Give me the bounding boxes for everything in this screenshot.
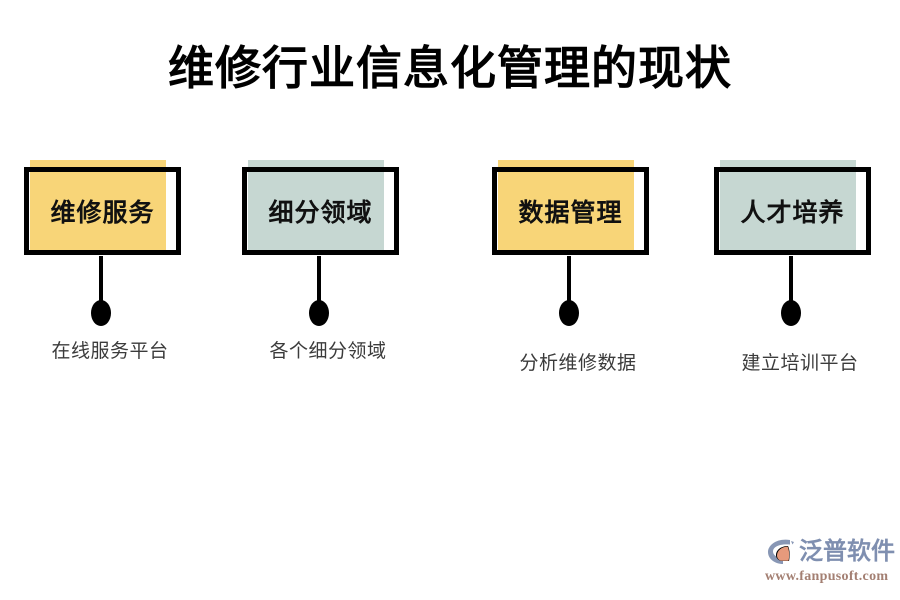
node-leaf-label-1: 在线服务平台: [51, 341, 169, 362]
watermark-brand-text: 泛普软件: [799, 537, 895, 565]
diagram-node-1: 维修服务 在线服务平台: [10, 160, 210, 362]
diagram-node-3: 数据管理 分析维修数据: [478, 160, 678, 374]
node-connector-dot-4: [781, 300, 801, 326]
node-connector-line-1: [99, 256, 103, 305]
node-box-outline-3: [492, 167, 649, 255]
page-title: 维修行业信息化管理的现状: [168, 41, 732, 95]
node-box-fill-2: [248, 160, 384, 250]
node-box-4[interactable]: 人才培养: [714, 160, 880, 256]
fanpu-swoosh-logo-icon: [765, 535, 797, 567]
diagram-node-4: 人才培养 建立培训平台: [700, 160, 900, 374]
node-connector-line-2: [317, 256, 321, 305]
watermark-url-text: www.fanpusoft.com: [765, 569, 889, 584]
node-leaf-label-4: 建立培训平台: [741, 353, 859, 374]
node-box-label-4: 人才培养: [740, 198, 845, 227]
node-connector-line-3: [567, 256, 571, 305]
node-leaf-label-3: 分析维修数据: [519, 353, 637, 374]
node-connector-dot-2: [309, 300, 329, 326]
watermark: 泛普软件 www.fanpusoft.com: [765, 534, 895, 590]
node-box-outline-1: [24, 167, 181, 255]
diagram-node-2: 细分领域 各个细分领域: [228, 160, 428, 362]
node-box-fill-1: [30, 160, 166, 250]
node-box-label-2: 细分领域: [268, 198, 373, 227]
node-box-outline-4: [714, 167, 871, 255]
node-connector-line-4: [789, 256, 793, 305]
node-box-fill-4: [720, 160, 856, 250]
node-leaf-label-2: 各个细分领域: [269, 341, 387, 362]
node-box-1[interactable]: 维修服务: [24, 160, 190, 256]
node-box-fill-3: [498, 160, 634, 250]
watermark-brand-row: 泛普软件: [765, 534, 895, 568]
node-box-2[interactable]: 细分领域: [242, 160, 408, 256]
node-connector-dot-1: [91, 300, 111, 326]
node-connector-dot-3: [559, 300, 579, 326]
node-box-label-1: 维修服务: [50, 198, 155, 227]
node-box-label-3: 数据管理: [518, 198, 623, 227]
node-box-3[interactable]: 数据管理: [492, 160, 658, 256]
node-box-outline-2: [242, 167, 399, 255]
